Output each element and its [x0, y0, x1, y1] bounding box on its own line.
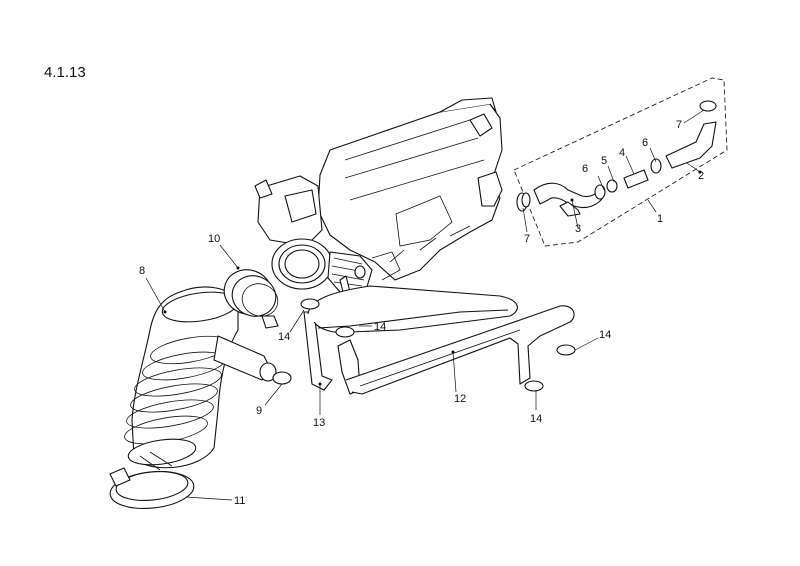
intake-manifold [254, 97, 503, 305]
breather-hose-12 [337, 305, 575, 395]
section-number: 4.1.13 [44, 64, 86, 81]
breather-hose-13 [303, 285, 518, 391]
callout-14-left: 14 [278, 331, 290, 343]
callout-14-bottom: 14 [530, 413, 542, 425]
assembly-1-boundary [513, 77, 728, 247]
hose-clamp-large [109, 451, 195, 509]
air-intake-hose [124, 286, 277, 469]
callout-3: 3 [575, 223, 581, 235]
small-clamps [272, 298, 576, 392]
callout-9: 9 [256, 405, 262, 417]
callout-6-right: 6 [642, 137, 648, 149]
leader-lines [145, 109, 705, 501]
callout-7-upper: 7 [676, 119, 682, 131]
assembly-1-components [516, 100, 717, 217]
callout-11: 11 [234, 495, 245, 507]
callout-12: 12 [454, 393, 466, 405]
callout-8: 8 [139, 265, 145, 277]
callout-2: 2 [698, 170, 704, 182]
callout-1: 1 [657, 213, 663, 225]
hose-coupling [223, 269, 279, 329]
callout-7-lower: 7 [524, 233, 530, 245]
callout-14-right: 14 [599, 329, 611, 341]
callout-4: 4 [619, 147, 625, 159]
callout-labels: 1 2 3 4 5 6 6 7 7 8 9 10 11 12 13 14 14 … [139, 119, 704, 507]
callout-5: 5 [601, 155, 607, 167]
callout-14-center: 14 [374, 321, 386, 333]
callout-10: 10 [208, 233, 220, 245]
callout-6-left: 6 [582, 163, 588, 175]
callout-13: 13 [313, 417, 325, 429]
